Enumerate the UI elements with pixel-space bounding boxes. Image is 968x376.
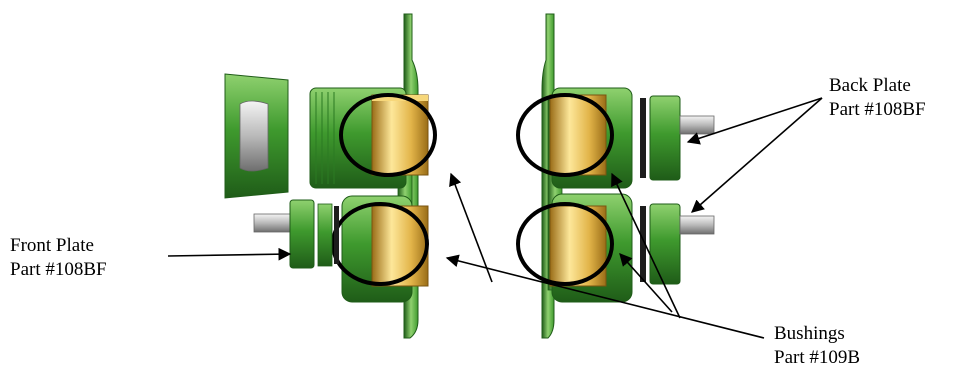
front-plate-label: Front Plate Part #108BF xyxy=(10,234,107,282)
bushing-callout-ellipse xyxy=(331,202,429,286)
bushing-leader-arrow xyxy=(619,253,673,313)
bushings-part-number: Part #109B xyxy=(774,347,861,368)
bushing-lower-left xyxy=(371,205,429,287)
bushing-upper-right xyxy=(549,94,607,176)
front-plate-fitting xyxy=(253,199,339,269)
back-plate-leader-arrow xyxy=(686,97,823,145)
front-plate-part-number: Part #108BF xyxy=(10,259,107,280)
bushing-leader-arrow xyxy=(445,254,765,339)
back-plate-title: Back Plate xyxy=(829,75,911,96)
front-plate-title: Front Plate xyxy=(10,235,94,256)
bushing-callout-ellipse xyxy=(339,93,437,177)
bushing-callout-ellipse xyxy=(516,202,614,286)
back-plate-label: Back Plate Part #108BF xyxy=(829,74,926,122)
back-plate-lower xyxy=(640,203,715,285)
back-plate-leader-arrow xyxy=(691,97,823,213)
left-nut xyxy=(224,73,289,199)
back-plate-upper xyxy=(640,95,715,181)
bushing-callout-ellipse xyxy=(516,93,614,177)
bushing-upper-left xyxy=(371,94,429,176)
bushing-leader-arrow xyxy=(611,172,681,319)
bushings-title: Bushings xyxy=(774,323,845,344)
bushing-leader-arrow xyxy=(449,172,493,283)
bushings-label: Bushings Part #109B xyxy=(774,322,860,370)
front-plate-leader-arrow xyxy=(167,247,292,261)
back-plate-part-number: Part #108BF xyxy=(829,99,926,120)
